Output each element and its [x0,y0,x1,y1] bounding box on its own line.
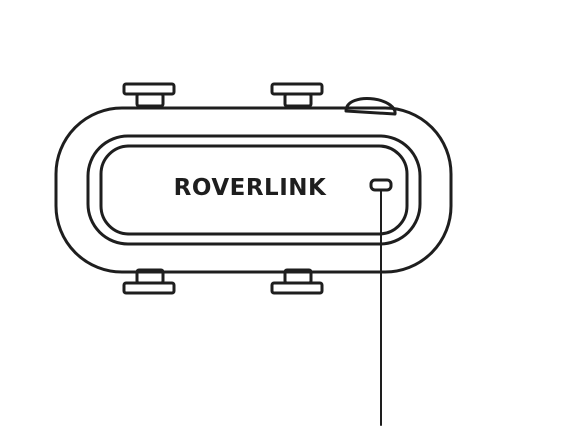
clip-bottom-left [122,268,176,295]
side-button [344,97,397,116]
clip-top-left [122,82,176,108]
clip-bottom-right [270,268,324,295]
device-bezel [86,134,422,246]
device-panel [99,144,409,236]
clip-top-right [270,82,324,108]
brand-label: ROVERLINK [173,175,327,201]
device-housing [54,106,453,274]
